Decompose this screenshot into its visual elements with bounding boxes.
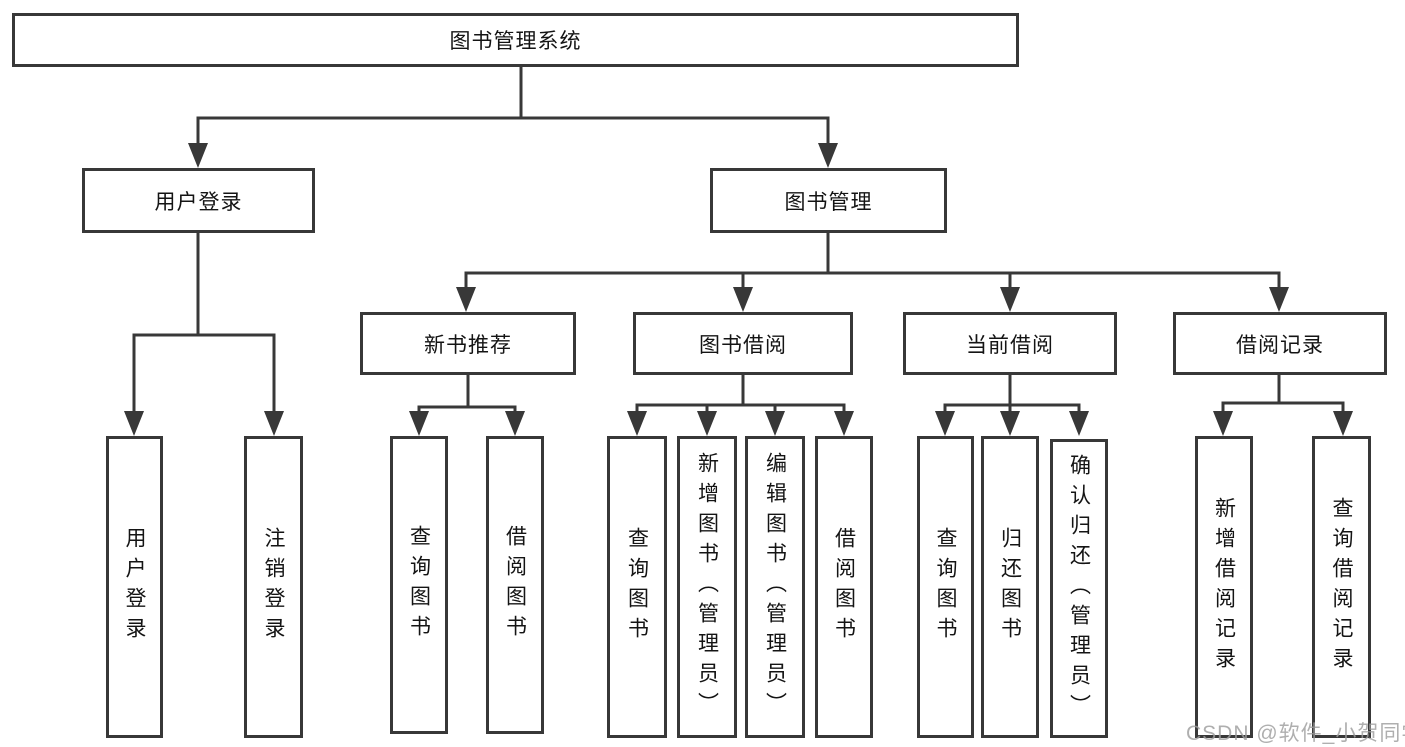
leaf-borrow-borrow-book-label: 借阅图书 bbox=[832, 527, 856, 647]
leaf-borrow-borrow-book: 借阅图书 bbox=[815, 436, 873, 738]
leaf-add-book-admin: 新增图书（管理员） bbox=[677, 436, 737, 738]
leaf-newrec-query-book-label: 查询图书 bbox=[407, 525, 431, 645]
node-root-label: 图书管理系统 bbox=[449, 30, 582, 53]
connector-root-to-level2 bbox=[188, 66, 838, 168]
leaf-newrec-borrow-book: 借阅图书 bbox=[486, 436, 544, 734]
leaf-return-book: 归还图书 bbox=[981, 436, 1039, 738]
leaf-add-borrow-record-label: 新增借阅记录 bbox=[1212, 497, 1236, 677]
node-book-borrow: 图书借阅 bbox=[633, 312, 853, 375]
leaf-add-borrow-record: 新增借阅记录 bbox=[1195, 436, 1253, 738]
leaf-borrow-query-book: 查询图书 bbox=[607, 436, 667, 738]
leaf-current-query-book: 查询图书 bbox=[917, 436, 974, 738]
node-book-borrow-label: 图书借阅 bbox=[699, 333, 787, 357]
leaf-edit-book-admin: 编辑图书（管理员） bbox=[745, 436, 805, 738]
connector-newbookrec-to-leaves bbox=[409, 374, 525, 436]
node-borrow-record: 借阅记录 bbox=[1173, 312, 1387, 375]
leaf-current-query-book-label: 查询图书 bbox=[934, 527, 957, 647]
node-current-borrow-label: 当前借阅 bbox=[966, 333, 1054, 357]
leaf-user-login: 用户登录 bbox=[106, 436, 163, 738]
node-user-login: 用户登录 bbox=[82, 168, 315, 233]
connector-bookmgmt-to-level3 bbox=[456, 233, 1289, 312]
leaf-confirm-return-admin-label: 确认归还（管理员） bbox=[1067, 453, 1091, 724]
leaf-borrow-query-book-label: 查询图书 bbox=[625, 527, 649, 647]
leaf-return-book-label: 归还图书 bbox=[998, 527, 1022, 647]
leaf-query-borrow-record-label: 查询借阅记录 bbox=[1330, 497, 1353, 677]
node-current-borrow: 当前借阅 bbox=[903, 312, 1117, 375]
leaf-confirm-return-admin: 确认归还（管理员） bbox=[1050, 439, 1108, 738]
node-borrow-record-label: 借阅记录 bbox=[1236, 333, 1324, 357]
leaf-add-book-admin-label: 新增图书（管理员） bbox=[695, 452, 719, 722]
connector-userlogin-to-leaves bbox=[124, 233, 284, 436]
node-book-management: 图书管理 bbox=[710, 168, 947, 233]
leaf-edit-book-admin-label: 编辑图书（管理员） bbox=[763, 452, 787, 722]
node-new-book-recommend: 新书推荐 bbox=[360, 312, 576, 375]
node-book-management-label: 图书管理 bbox=[784, 190, 873, 214]
leaf-newrec-borrow-book-label: 借阅图书 bbox=[503, 525, 527, 645]
leaf-user-login-label: 用户登录 bbox=[123, 527, 146, 647]
leaf-logout: 注销登录 bbox=[244, 436, 303, 738]
node-root-library-system: 图书管理系统 bbox=[12, 13, 1019, 67]
connector-currentborrow-to-leaves bbox=[935, 374, 1089, 436]
node-user-login-label: 用户登录 bbox=[154, 190, 243, 214]
connector-bookborrow-to-leaves bbox=[627, 374, 854, 436]
connector-borrowrecord-to-leaves bbox=[1213, 374, 1353, 436]
leaf-query-borrow-record: 查询借阅记录 bbox=[1312, 436, 1371, 738]
node-new-book-recommend-label: 新书推荐 bbox=[424, 333, 512, 357]
leaf-newrec-query-book: 查询图书 bbox=[390, 436, 448, 734]
csdn-watermark: CSDN @软件_小贺同学 bbox=[1186, 722, 1405, 745]
leaf-logout-label: 注销登录 bbox=[262, 527, 285, 647]
